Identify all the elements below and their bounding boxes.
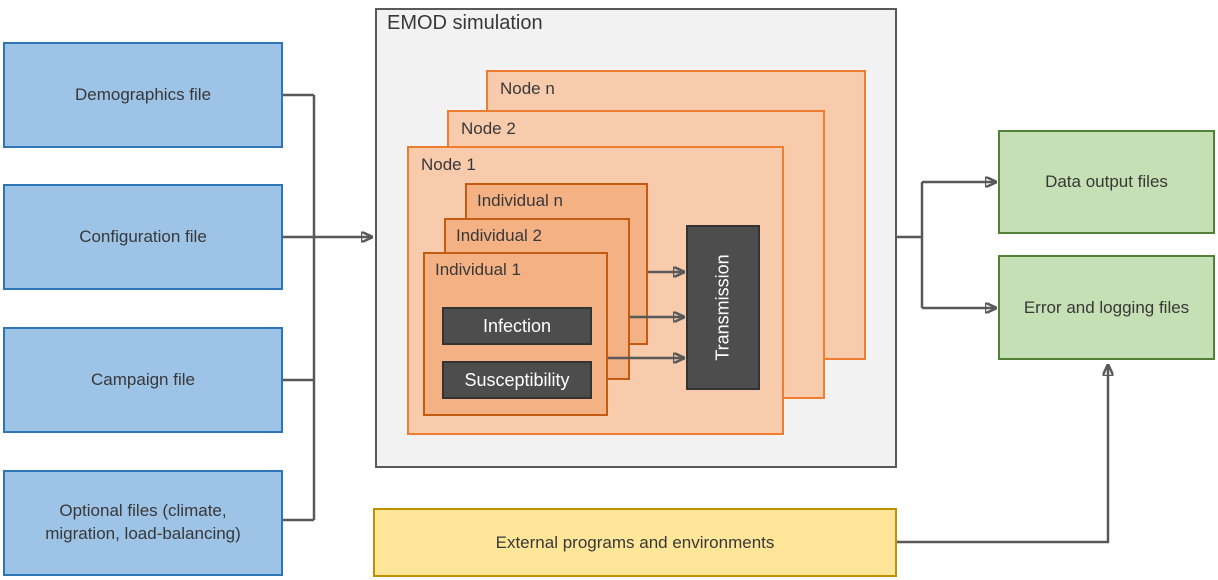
configuration-file-box: Configuration file <box>3 184 283 290</box>
individual-1-label: Individual 1 <box>435 260 522 279</box>
infection-label: Infection <box>482 315 552 336</box>
data-output-files-box: Data output files <box>998 130 1215 234</box>
demographics-file-label: Demographics file <box>74 84 212 104</box>
external-programs-box: External programs and environments <box>373 508 897 577</box>
configuration-file-label: Configuration file <box>79 226 207 246</box>
susceptibility-box: Susceptibility <box>442 361 592 399</box>
data-output-files-label: Data output files <box>1045 172 1168 191</box>
input-bus-lines <box>283 93 316 522</box>
optional-files-label: Optional files (climate, migration, load… <box>45 501 241 543</box>
demographics-file-box: Demographics file <box>3 42 283 148</box>
susceptibility-label: Susceptibility <box>464 369 570 390</box>
arrow-external-to-error-logging <box>897 365 1108 544</box>
transmission-box: Transmission <box>686 225 760 390</box>
output-bus-lines <box>897 182 924 308</box>
optional-files-box: Optional files (climate, migration, load… <box>3 470 283 576</box>
campaign-file-box: Campaign file <box>3 327 283 433</box>
emod-simulation-title: EMOD simulation <box>387 12 543 34</box>
node-n-label: Node n <box>500 79 555 98</box>
error-logging-files-label: Error and logging files <box>1023 297 1190 317</box>
individual-2-label: Individual 2 <box>456 226 543 245</box>
node-2-label: Node 2 <box>461 119 516 138</box>
external-programs-label: External programs and environments <box>495 532 775 552</box>
node-1-label: Node 1 <box>421 155 476 174</box>
campaign-file-label: Campaign file <box>91 369 195 389</box>
individual-n-label: Individual n <box>477 191 564 210</box>
infection-box: Infection <box>442 307 592 345</box>
transmission-label: Transmission <box>712 254 733 361</box>
error-logging-files-box: Error and logging files <box>998 255 1215 360</box>
